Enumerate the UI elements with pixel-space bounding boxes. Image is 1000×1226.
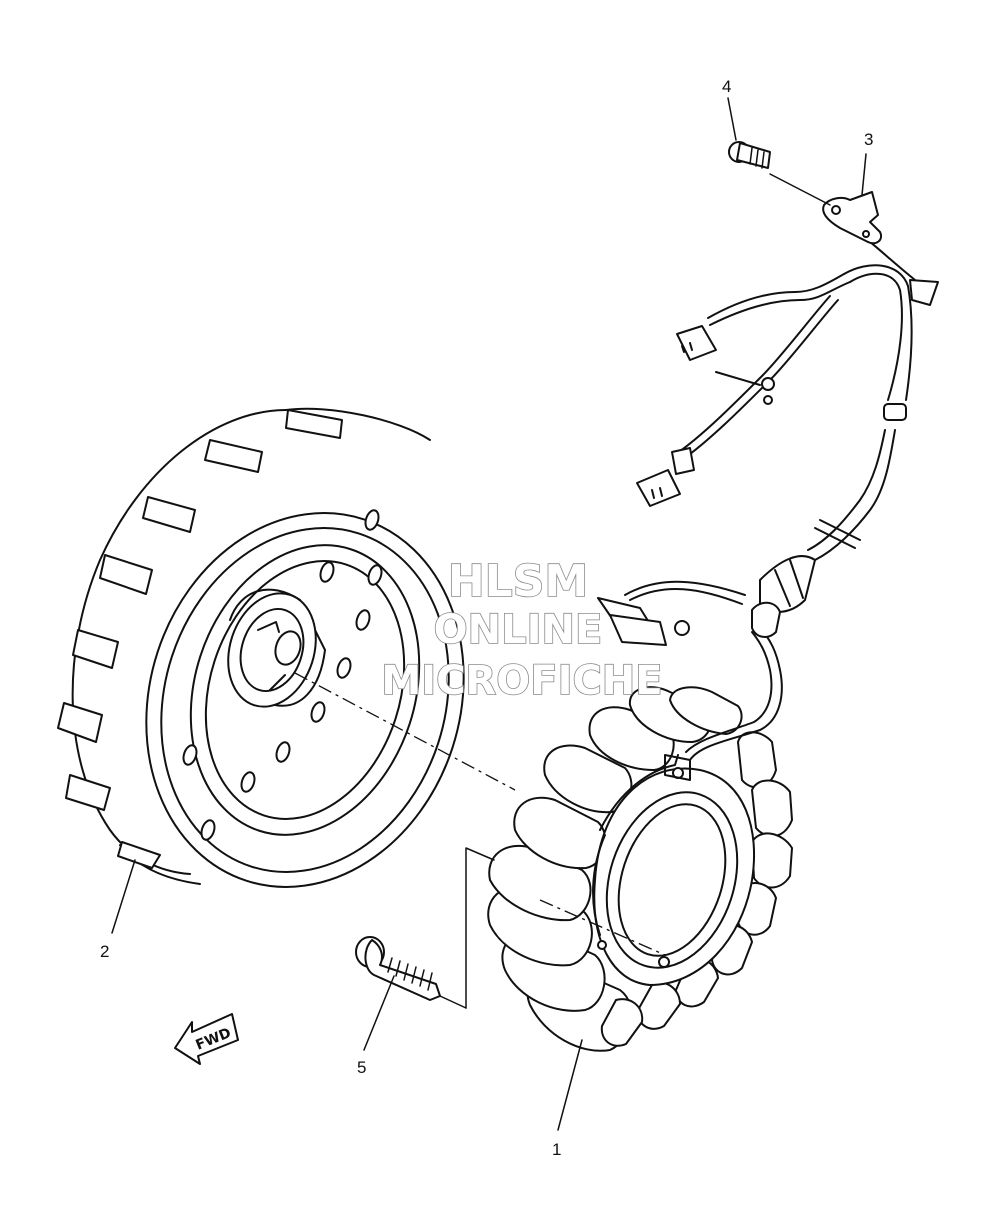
flywheel-magnet-tabs <box>57 409 343 869</box>
stator-bolt <box>355 936 441 1001</box>
wire-harness <box>597 231 939 761</box>
bracket-screw <box>728 141 771 169</box>
forward-arrow-icon: FWD <box>174 1013 239 1065</box>
wire-bracket <box>822 191 882 245</box>
watermark: HLSM ONLINE MICROFICHE <box>381 555 664 705</box>
watermark-line-3: MICROFICHE <box>381 658 662 704</box>
callout-part-3: 3 <box>864 130 873 149</box>
flywheel-bolt-holes <box>182 509 383 841</box>
callout-part-4: 4 <box>722 77 731 96</box>
callout-part-1: 1 <box>552 1140 561 1159</box>
callout-part-5: 5 <box>357 1058 366 1077</box>
flywheel-rotor <box>57 407 465 888</box>
watermark-line-1: HLSM <box>448 556 588 607</box>
leader-lines <box>111 97 867 1131</box>
assembly-lines <box>294 173 831 1009</box>
flywheel-hub <box>227 588 326 708</box>
watermark-line-2: ONLINE <box>434 607 603 653</box>
callout-part-2: 2 <box>100 942 109 961</box>
stator-coil <box>487 686 793 1052</box>
